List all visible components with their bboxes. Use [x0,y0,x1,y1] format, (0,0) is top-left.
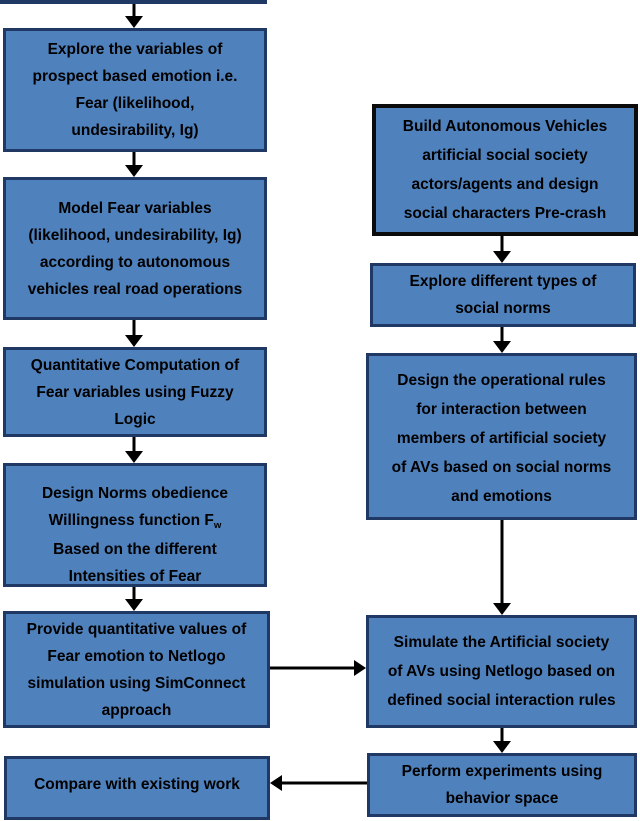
arrow-down-icon [125,451,143,463]
arrow-explore-norms-to-rules [492,327,512,353]
arrow-down-icon [493,741,511,753]
box-perform-experiments: Perform experiments using behavior space [367,753,637,817]
arrow-down-icon [493,251,511,263]
arrow-norms-to-provide [124,587,144,611]
box-simulate-artificial-society: Simulate the Artificial society of AVs u… [366,615,637,728]
arrow-experiments-to-compare [270,774,367,792]
box-quantitative-computation: Quantitative Computation of Fear variabl… [3,347,267,437]
arrow-down-icon [125,16,143,28]
box-model-fear-variables: Model Fear variables (likelihood, undesi… [3,177,267,320]
arrow-provide-to-simulate [270,659,366,677]
arrow-top-to-explore-variables [124,4,144,28]
design-norms-text-continued: Based on the different Intensities of Fe… [53,541,217,585]
box-build-autonomous-vehicles: Build Autonomous Vehicles artificial soc… [372,104,638,236]
box-explore-social-norms: Explore different types of social norms [370,263,636,327]
arrow-down-icon [125,165,143,177]
arrow-left-icon [270,775,282,791]
arrow-rules-to-simulate [492,520,512,615]
design-norms-text: Design Norms obedience Willingness funct… [41,485,229,529]
box-design-norms-obedience: Design Norms obedience Willingness funct… [3,463,267,587]
box-explore-variables: Explore the variables of prospect based … [3,28,267,152]
arrow-simulate-to-experiments [492,728,512,753]
arrow-explore-to-model [124,152,144,177]
box-provide-quantitative-values: Provide quantitative values of Fear emot… [3,611,270,728]
arrow-down-icon [493,603,511,615]
box-design-operational-rules: Design the operational rules for interac… [366,353,637,520]
arrow-model-to-computation [124,320,144,347]
arrow-down-icon [125,599,143,611]
arrow-down-icon [493,341,511,353]
top-cutoff-box-edge [0,0,267,4]
arrow-build-to-explore-norms [492,236,512,263]
fw-subscript: w [213,519,222,531]
box-compare-existing-work: Compare with existing work [4,756,270,820]
arrow-down-icon [125,335,143,347]
arrow-right-icon [354,660,366,676]
arrow-computation-to-norms [124,437,144,463]
